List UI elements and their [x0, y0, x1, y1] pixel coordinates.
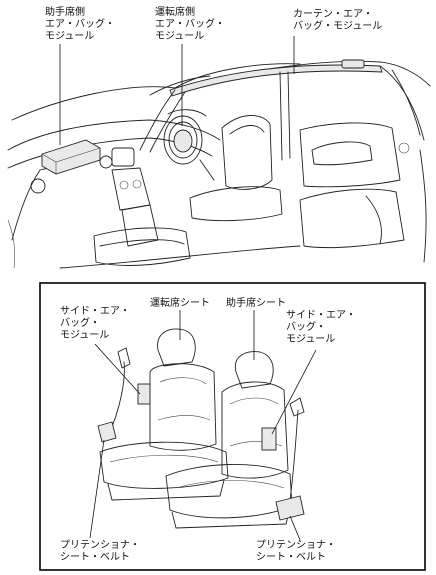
label-line: バッグ・モジュール [293, 21, 383, 32]
curtain-inflator [341, 59, 365, 69]
left-pretensioner [97, 421, 117, 443]
right-pretensioner [275, 495, 305, 521]
passenger-seat-label: 助手席シート [226, 298, 286, 309]
label-line: 運転席側 [155, 7, 195, 18]
label-line: サイド・エア・ [60, 306, 130, 317]
label-line: カーテン・エア・ [293, 9, 373, 20]
driver-airbag-label: 運転席側 エア・バッグ・ モジュール [155, 7, 225, 43]
label-line: モジュール [286, 334, 336, 345]
left-side-airbag-module [137, 383, 151, 405]
label-line: プリテンショナ・ [256, 540, 336, 551]
label-line: モジュール [60, 330, 110, 341]
driver-seat-label: 運転席シート [150, 298, 210, 309]
label-line: サイド・エア・ [286, 310, 356, 321]
driver-airbag-module [173, 129, 193, 153]
label-line: バッグ・ [60, 318, 100, 329]
passenger-airbag-label: 助手席側 エア・バッグ・ モジュール [45, 7, 115, 43]
label-line: 助手席側 [45, 7, 85, 18]
label-line: モジュール [45, 31, 95, 42]
curtain-airbag-module [169, 64, 383, 97]
label-line: エア・バッグ・ [45, 19, 115, 30]
label-line: シート・ベルト [256, 552, 326, 563]
label-line: エア・バッグ・ [155, 19, 225, 30]
curtain-airbag-label: カーテン・エア・ バッグ・モジュール [293, 9, 382, 33]
label-line: プリテンショナ・ [60, 540, 140, 551]
right-side-airbag-label: サイド・エア・ バッグ・ モジュール [286, 310, 356, 346]
label-line: シート・ベルト [60, 552, 130, 563]
left-pretensioner-label: プリテンショナ・ シート・ベルト [60, 540, 140, 564]
label-line: バッグ・ [286, 322, 326, 333]
label-line: モジュール [155, 31, 205, 42]
left-side-airbag-label: サイド・エア・ バッグ・ モジュール [60, 306, 130, 342]
detail-frame [39, 282, 426, 571]
right-side-airbag-module [261, 427, 277, 451]
driver-seat-illustration [99, 328, 229, 501]
right-pretensioner-label: プリテンショナ・ シート・ベルト [256, 540, 336, 564]
